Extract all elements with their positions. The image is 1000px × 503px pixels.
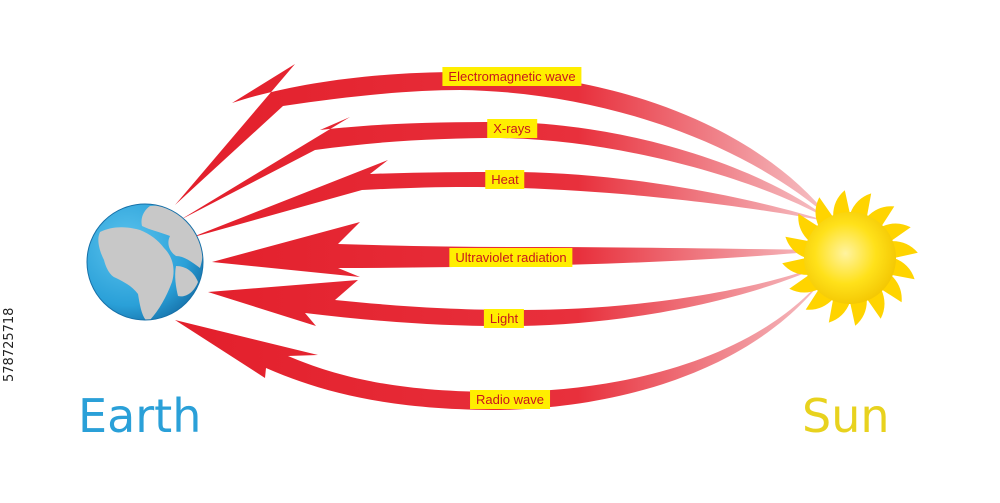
sun-title: Sun xyxy=(802,389,890,443)
label-ultraviolet-radiation: Ultraviolet radiation xyxy=(449,248,573,267)
label-heat: Heat xyxy=(485,170,525,189)
label-x-rays: X-rays xyxy=(487,119,537,138)
label-electromagnetic-wave: Electromagnetic wave xyxy=(442,67,582,86)
stock-image-id: 578725718 xyxy=(2,307,17,382)
arrow-light xyxy=(208,262,830,327)
earth-title: Earth xyxy=(78,389,202,443)
arrow-radio-wave xyxy=(175,270,830,410)
earth-globe xyxy=(86,203,204,321)
arrow-electromagnetic-wave xyxy=(175,64,830,218)
label-light: Light xyxy=(483,309,525,328)
arrow-heat xyxy=(190,160,830,238)
label-radio-wave: Radio wave xyxy=(470,390,550,409)
wave-arrows xyxy=(175,64,830,410)
arrow-x-rays xyxy=(180,117,830,220)
sun-graphic xyxy=(782,190,918,326)
